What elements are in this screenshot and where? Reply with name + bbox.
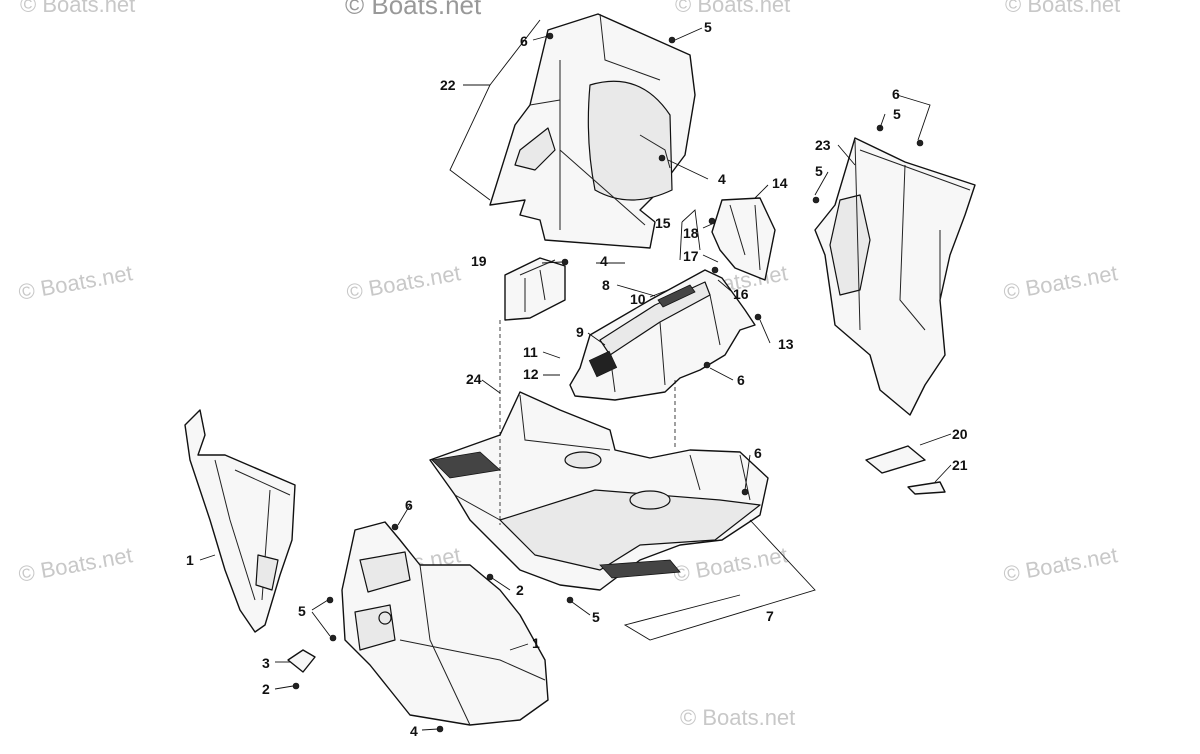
callout-2b: 2 — [262, 681, 270, 697]
callout-labels: 6 5 22 4 14 15 18 17 16 10 8 19 4 9 13 1… — [186, 19, 968, 739]
callout-5c: 5 — [815, 163, 823, 179]
callout-9: 9 — [576, 324, 584, 340]
part-14-bracket — [711, 197, 776, 281]
callout-4c: 4 — [410, 723, 418, 739]
callout-4: 4 — [718, 171, 726, 187]
callout-13: 13 — [778, 336, 794, 352]
callout-7: 7 — [766, 608, 774, 624]
callout-17: 17 — [683, 248, 699, 264]
callout-23: 23 — [815, 137, 831, 153]
callout-18: 18 — [683, 225, 699, 241]
callout-24: 24 — [466, 371, 482, 387]
callout-20: 20 — [952, 426, 968, 442]
callout-5: 5 — [704, 19, 712, 35]
part-24-floor-pan — [429, 391, 769, 591]
part-1-left-panel — [184, 409, 296, 633]
watermark: © Boats.net — [17, 542, 135, 587]
watermark: © Boats.net — [345, 0, 482, 20]
watermark: © Boats.net — [1002, 260, 1120, 305]
watermark: © Boats.net — [1002, 542, 1120, 587]
leader-lines — [199, 19, 952, 731]
watermark: © Boats.net — [1005, 0, 1120, 17]
part-21-strip — [907, 481, 946, 495]
callout-3: 3 — [262, 655, 270, 671]
callout-6c: 6 — [892, 86, 900, 102]
part-8-center-console — [569, 269, 756, 401]
callout-21: 21 — [952, 457, 968, 473]
callout-14: 14 — [772, 175, 788, 191]
callout-5b: 5 — [893, 106, 901, 122]
part-1-left-lower-panel — [341, 521, 549, 726]
part-23-right-side-panel — [814, 137, 976, 416]
watermark: © Boats.net — [675, 0, 790, 17]
callout-11: 11 — [523, 344, 538, 360]
callout-1b: 1 — [532, 635, 540, 651]
watermark: © Boats.net — [672, 542, 790, 587]
callout-8: 8 — [602, 277, 610, 293]
callout-22: 22 — [440, 77, 456, 93]
callout-12: 12 — [523, 366, 539, 382]
callout-6e: 6 — [754, 445, 762, 461]
watermark: © Boats.net — [345, 260, 463, 305]
callout-6b: 6 — [737, 372, 745, 388]
callout-4b: 4 — [600, 253, 608, 269]
callout-6d: 6 — [405, 497, 413, 513]
callout-2: 2 — [516, 582, 524, 598]
watermark: © Boats.net — [20, 0, 135, 17]
part-20-pad — [865, 445, 926, 474]
callout-5d: 5 — [592, 609, 600, 625]
callout-1: 1 — [186, 552, 194, 568]
part-3-plate — [287, 649, 316, 673]
callout-15: 15 — [655, 215, 671, 231]
watermark: © Boats.net — [680, 705, 795, 730]
callout-6: 6 — [520, 33, 528, 49]
hardware-fasteners — [292, 32, 924, 733]
watermark: © Boats.net — [17, 260, 135, 305]
callout-10: 10 — [630, 291, 646, 307]
callout-16: 16 — [733, 286, 749, 302]
part-19-bracket — [504, 257, 566, 321]
part-22-upper-side-panel — [489, 13, 696, 249]
callout-5e: 5 — [298, 603, 306, 619]
callout-19: 19 — [471, 253, 487, 269]
